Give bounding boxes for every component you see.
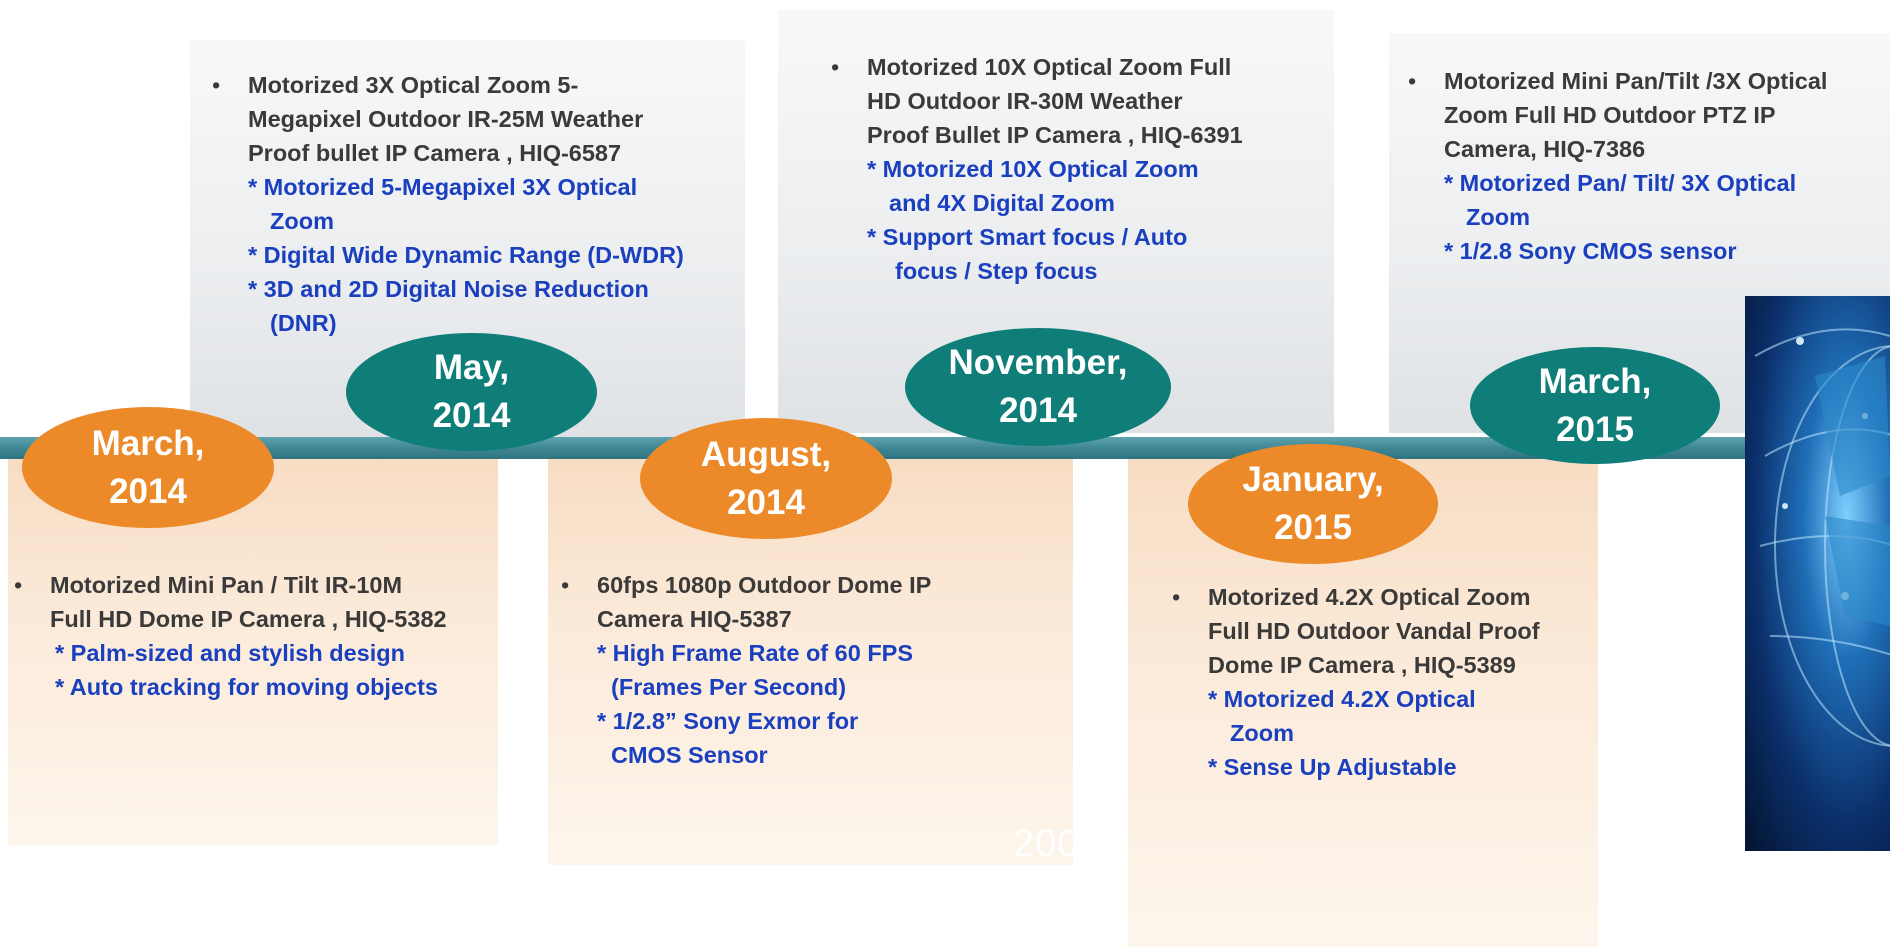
product-line: Full HD Outdoor Vandal Proof bbox=[1208, 618, 1540, 644]
feature-line: * Motorized 5-Megapixel 3X Optical bbox=[248, 174, 638, 200]
product-line: Camera, HIQ-7386 bbox=[1444, 136, 1646, 162]
product-line: Motorized 4.2X Optical Zoom bbox=[1208, 584, 1531, 610]
feature-line: * Motorized Pan/ Tilt/ 3X Optical bbox=[1444, 170, 1797, 196]
bullet-icon: • bbox=[1408, 68, 1417, 94]
date-badge-year: 2014 bbox=[109, 471, 187, 511]
watermark-text: 200 bbox=[1013, 823, 1080, 865]
date-badge-month: May, bbox=[433, 348, 510, 387]
feature-line: * Auto tracking for moving objects bbox=[55, 674, 438, 700]
product-line: Motorized Mini Pan/Tilt /3X Optical bbox=[1444, 68, 1828, 94]
bullet-icon: • bbox=[831, 54, 840, 80]
feature-line: * Palm-sized and stylish design bbox=[55, 640, 405, 666]
product-line: Proof bullet IP Camera , HIQ-6587 bbox=[248, 140, 622, 166]
date-badge-year: 2015 bbox=[1274, 508, 1352, 547]
milestone-text-march-2015: • Motorized Mini Pan/Tilt /3X Optical Zo… bbox=[1408, 64, 1890, 268]
milestone-text-may-2014: • Motorized 3X Optical Zoom 5- Megapixel… bbox=[212, 68, 748, 340]
date-badge-august-2014: August, 2014 bbox=[640, 418, 892, 539]
feature-line: * High Frame Rate of 60 FPS bbox=[597, 640, 914, 666]
feature-line: * Sense Up Adjustable bbox=[1208, 754, 1457, 780]
date-badge-november-2014: November, 2014 bbox=[905, 328, 1171, 446]
date-badge-march-2014: March, 2014 bbox=[22, 407, 274, 528]
date-badge-month: November, bbox=[948, 343, 1128, 382]
product-line: Camera HIQ-5387 bbox=[597, 606, 792, 632]
product-line: Zoom Full HD Outdoor PTZ IP bbox=[1444, 102, 1776, 128]
feature-line: Zoom bbox=[1466, 204, 1530, 230]
date-badge-month: January, bbox=[1242, 460, 1384, 499]
product-line: Proof Bullet IP Camera , HIQ-6391 bbox=[867, 122, 1243, 148]
globe-image bbox=[1745, 296, 1890, 851]
product-line: Motorized 10X Optical Zoom Full bbox=[867, 54, 1232, 80]
date-badge-year: 2015 bbox=[1556, 409, 1634, 449]
bullet-icon: • bbox=[14, 572, 23, 598]
milestone-text-november-2014: • Motorized 10X Optical Zoom Full HD Out… bbox=[831, 50, 1327, 288]
product-line: Motorized 3X Optical Zoom 5- bbox=[248, 72, 579, 98]
feature-line: * Motorized 4.2X Optical bbox=[1208, 686, 1476, 712]
feature-line: and 4X Digital Zoom bbox=[889, 190, 1115, 216]
date-badge-march-2015: March, 2015 bbox=[1470, 347, 1720, 464]
product-line: Motorized Mini Pan / Tilt IR-10M bbox=[50, 572, 403, 598]
date-badge-year: 2014 bbox=[727, 482, 805, 522]
feature-line: * 1/2.8 Sony CMOS sensor bbox=[1444, 238, 1737, 264]
product-line: HD Outdoor IR-30M Weather bbox=[867, 88, 1183, 114]
milestone-text-march-2014: • Motorized Mini Pan / Tilt IR-10M Full … bbox=[14, 568, 500, 704]
feature-line: * Digital Wide Dynamic Range (D-WDR) bbox=[248, 242, 684, 268]
bullet-icon: • bbox=[212, 72, 221, 98]
date-badge-may-2014: May, 2014 bbox=[346, 333, 597, 451]
date-badge-month: March, bbox=[1538, 361, 1652, 401]
date-badge-year: 2014 bbox=[432, 396, 511, 435]
feature-line: * Motorized 10X Optical Zoom bbox=[867, 156, 1199, 182]
date-badge-year: 2014 bbox=[999, 391, 1077, 430]
feature-line: focus / Step focus bbox=[895, 258, 1098, 284]
feature-line: * Support Smart focus / Auto bbox=[867, 224, 1188, 250]
milestone-text-august-2014: • 60fps 1080p Outdoor Dome IP Camera HIQ… bbox=[561, 568, 1067, 772]
feature-line: Zoom bbox=[270, 208, 334, 234]
feature-line: Zoom bbox=[1230, 720, 1294, 746]
bullet-icon: • bbox=[561, 572, 570, 598]
milestone-text-january-2015: • Motorized 4.2X Optical Zoom Full HD Ou… bbox=[1172, 580, 1598, 784]
date-badge-month: August, bbox=[700, 434, 832, 474]
feature-line: (DNR) bbox=[270, 310, 337, 336]
product-line: Megapixel Outdoor IR-25M Weather bbox=[248, 106, 644, 132]
bullet-icon: • bbox=[1172, 584, 1181, 610]
feature-line: (Frames Per Second) bbox=[611, 674, 847, 700]
product-line: 60fps 1080p Outdoor Dome IP bbox=[597, 572, 932, 598]
feature-line: CMOS Sensor bbox=[611, 742, 768, 768]
product-line: Dome IP Camera , HIQ-5389 bbox=[1208, 652, 1516, 678]
product-line: Full HD Dome IP Camera , HIQ-5382 bbox=[50, 606, 447, 632]
date-badge-january-2015: January, 2015 bbox=[1188, 444, 1438, 564]
feature-line: * 3D and 2D Digital Noise Reduction bbox=[248, 276, 649, 302]
date-badge-month: March, bbox=[91, 423, 205, 463]
feature-line: * 1/2.8” Sony Exmor for bbox=[597, 708, 859, 734]
